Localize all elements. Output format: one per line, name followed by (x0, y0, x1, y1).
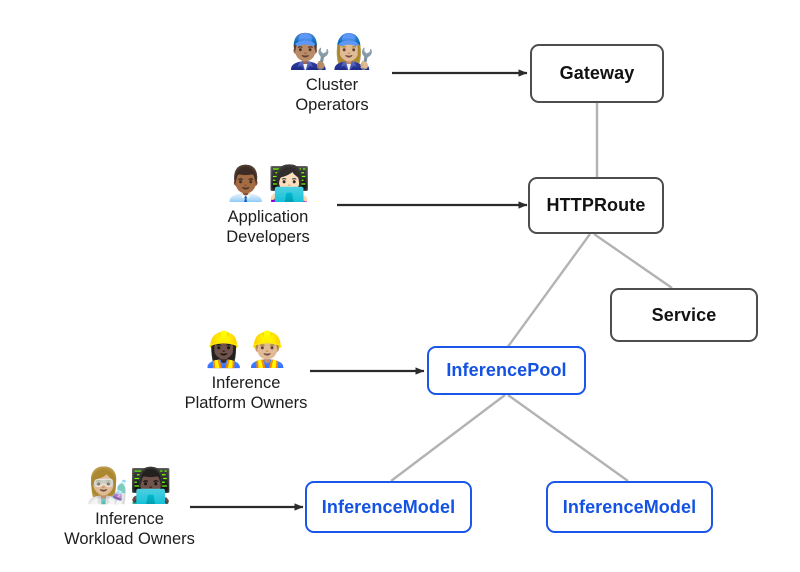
node-inferencemodel-2[interactable]: InferenceModel (546, 481, 713, 533)
persona-inference-workload-owners: 👩🏼‍🔬👨🏿‍💻 Inference Workload Owners (47, 466, 212, 549)
application-developers-icons: 👨🏾‍💼👩🏻‍💻 (224, 164, 312, 204)
node-inferencepool-label: InferencePool (446, 360, 567, 380)
cluster-operators-icons: 👨🏽‍🔧👩🏼‍🔧 (288, 32, 376, 72)
node-httproute[interactable]: HTTPRoute (528, 177, 664, 234)
node-inferencepool[interactable]: InferencePool (427, 346, 586, 395)
node-httproute-label: HTTPRoute (546, 195, 646, 215)
edge-inferencepool-inferencemodel-2 (507, 394, 629, 482)
inference-platform-owners-icons: 👷🏿‍♀️👷🏼‍♂️ (202, 330, 290, 370)
application-developers-label: Application Developers (226, 208, 310, 246)
node-gateway[interactable]: Gateway (530, 44, 664, 103)
edge-httproute-service (593, 233, 673, 289)
edge-httproute-inferencepool (506, 233, 591, 349)
node-gateway-label: Gateway (559, 63, 635, 83)
node-inferencemodel-1-label: InferenceModel (321, 496, 456, 517)
inference-workload-owners-label: Inference Workload Owners (64, 510, 195, 548)
cluster-operators-label: Cluster Operators (295, 76, 369, 114)
inference-platform-owners-label: Inference Platform Owners (184, 374, 308, 412)
persona-application-developers: 👨🏾‍💼👩🏻‍💻 Application Developers (198, 164, 338, 247)
node-inferencemodel-2-label: InferenceModel (562, 496, 697, 517)
edge-inferencepool-inferencemodel-1 (390, 394, 506, 482)
node-service-label: Service (651, 304, 717, 325)
inference-workload-owners-icons: 👩🏼‍🔬👨🏿‍💻 (86, 466, 173, 506)
node-inferencemodel-1[interactable]: InferenceModel (305, 481, 472, 533)
persona-cluster-operators: 👨🏽‍🔧👩🏼‍🔧 Cluster Operators (262, 32, 402, 115)
node-service[interactable]: Service (610, 288, 758, 342)
persona-inference-platform-owners: 👷🏿‍♀️👷🏼‍♂️ Inference Platform Owners (166, 330, 326, 413)
